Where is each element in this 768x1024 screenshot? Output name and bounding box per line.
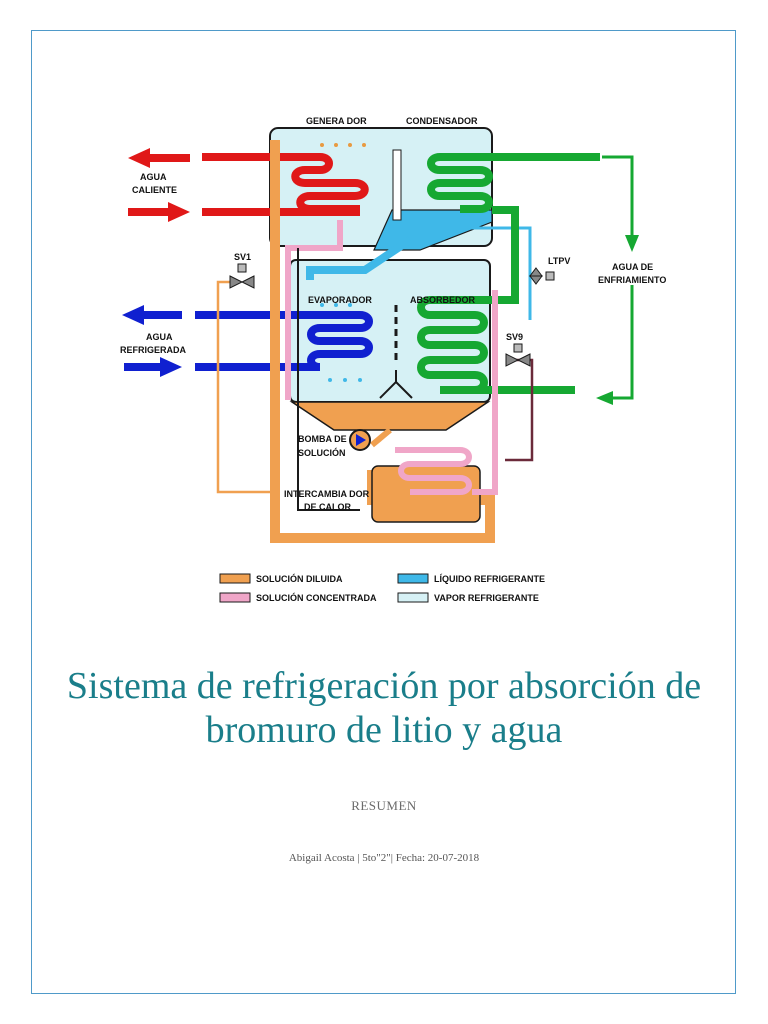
legend-swatch-liquid [397, 573, 429, 584]
label-sv9: SV9 [506, 332, 523, 342]
label-agua-caliente-1: AGUA [140, 172, 167, 182]
concentrated-to-absorber [472, 290, 498, 495]
hot-water-out-arrow [128, 148, 190, 168]
label-agua-refrigerada-1: AGUA [146, 332, 173, 342]
label-evaporador: EVAPORADOR [308, 295, 372, 305]
legend-swatch-concentrated [219, 592, 251, 603]
label-absorbedor: ABSORBEDOR [410, 295, 476, 305]
hot-water-in-arrow [128, 202, 190, 222]
label-bomba-2: SOLUCIÓN [298, 447, 346, 458]
cooling-water-loop [602, 155, 634, 240]
label-agua-enfriamiento-2: ENFRIAMIENTO [598, 275, 666, 285]
upper-divider [392, 149, 402, 221]
sump-dilute-solution [289, 401, 491, 431]
hot-water-out-pipe [202, 153, 333, 174]
pump-arrow-icon [356, 434, 366, 446]
label-bomba-1: BOMBA DE [298, 434, 347, 444]
label-intercambiador-2: DE CALOR [304, 502, 352, 512]
spray-dots [320, 143, 366, 147]
refrigerant-liquid-line [306, 236, 413, 280]
chilled-water-in-arrow [124, 357, 182, 377]
label-agua-enfriamiento-1: AGUA DE [612, 262, 653, 272]
absorption-diagram: GENERA DOR CONDENSADOR AGUA CALIENTE SV1… [120, 116, 666, 603]
legend: SOLUCIÓN DILUIDA LÍQUIDO REFRIGERANTE SO… [219, 573, 545, 603]
sv9-valve-icon [505, 343, 531, 367]
sv9-line [505, 358, 534, 462]
concentrated-solution-line [285, 220, 343, 400]
chilled-water-coil [195, 311, 373, 371]
dilute-to-pump [370, 427, 392, 448]
document-subtitle: RESUMEN [351, 798, 417, 813]
legend-swatch-vapor [397, 592, 429, 603]
legend-swatch-dilute [219, 573, 251, 584]
page-border [31, 30, 736, 994]
label-agua-refrigerada-2: REFRIGERADA [120, 345, 187, 355]
legend-label-liquid: LÍQUIDO REFRIGERANTE [434, 574, 545, 584]
cooling-water-return [610, 285, 634, 400]
legend-label-concentrated: SOLUCIÓN CONCENTRADA [256, 592, 377, 603]
label-ltpv: LTPV [548, 256, 570, 266]
label-intercambiador-1: INTERCAMBIA DOR [284, 489, 370, 499]
evaporator-dots [320, 303, 362, 382]
label-sv1: SV1 [234, 252, 251, 262]
label-agua-caliente-2: CALIENTE [132, 185, 177, 195]
label-generador: GENERA DOR [306, 116, 367, 126]
hot-water-coil [291, 166, 369, 213]
chilled-water-out-arrow [122, 305, 182, 325]
cooling-water-cross [492, 206, 519, 304]
absorber-coil [417, 296, 575, 394]
cooling-water-down-arrow [625, 235, 639, 252]
heat-exchanger-coil [395, 447, 472, 495]
ltpv-line [440, 226, 532, 320]
ltpv-valve-icon [529, 267, 555, 285]
document-title: Sistema de refrigeración por absorción d… [66, 665, 702, 751]
legend-label-vapor: VAPOR REFRIGERANTE [434, 593, 539, 603]
legend-label-dilute: SOLUCIÓN DILUIDA [256, 573, 343, 584]
cooling-water-left-arrow [596, 391, 613, 405]
generator-return [297, 248, 360, 511]
sv1-line [216, 280, 270, 494]
condenser-coil [427, 153, 600, 213]
sv1-valve-icon [229, 263, 255, 289]
y-splitter [379, 370, 413, 399]
label-condensador: CONDENSADOR [406, 116, 478, 126]
document-byline: Abigail Acosta | 5to"2"| Fecha: 20-07-20… [288, 852, 480, 864]
